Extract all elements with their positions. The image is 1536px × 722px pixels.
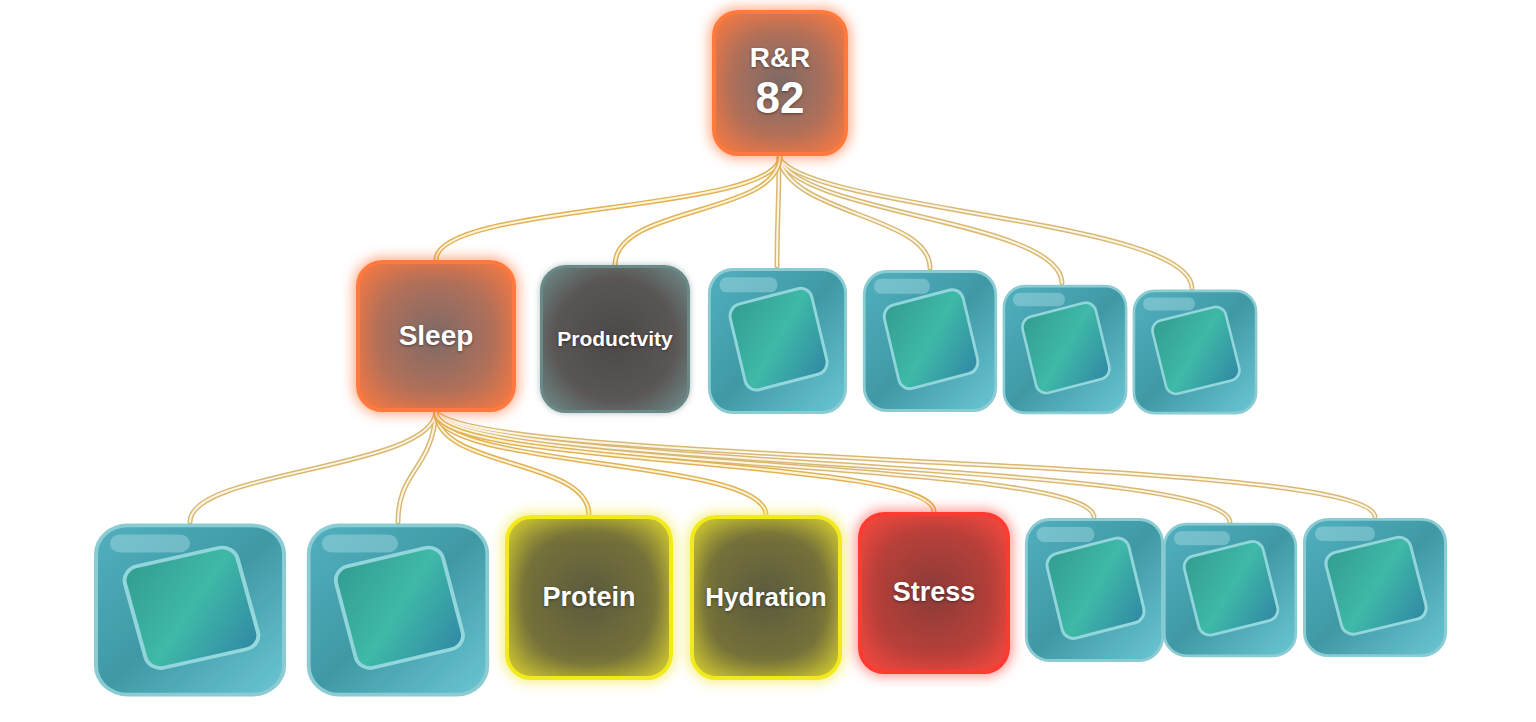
score-value: 82 (756, 74, 805, 122)
category-box: Productvity (540, 265, 690, 413)
factor-box: Stress (858, 512, 1010, 674)
node-label: Protein (542, 583, 635, 613)
factor-box: Hydration (690, 515, 842, 680)
node-label: Sleep (399, 321, 474, 352)
category-box: Sleep (356, 260, 516, 412)
blank-cubes (96, 270, 1446, 695)
connector (436, 412, 589, 515)
connector (615, 156, 780, 265)
node-label: R&R (750, 43, 811, 74)
node-label: Stress (893, 578, 976, 608)
connector (436, 156, 780, 260)
node-label: Productvity (557, 327, 673, 350)
score-box: R&R82 (712, 10, 848, 156)
factor-box: Protein (505, 515, 673, 680)
connector (436, 412, 934, 512)
decorative-wires (190, 158, 1375, 522)
node-label: Hydration (705, 583, 826, 612)
